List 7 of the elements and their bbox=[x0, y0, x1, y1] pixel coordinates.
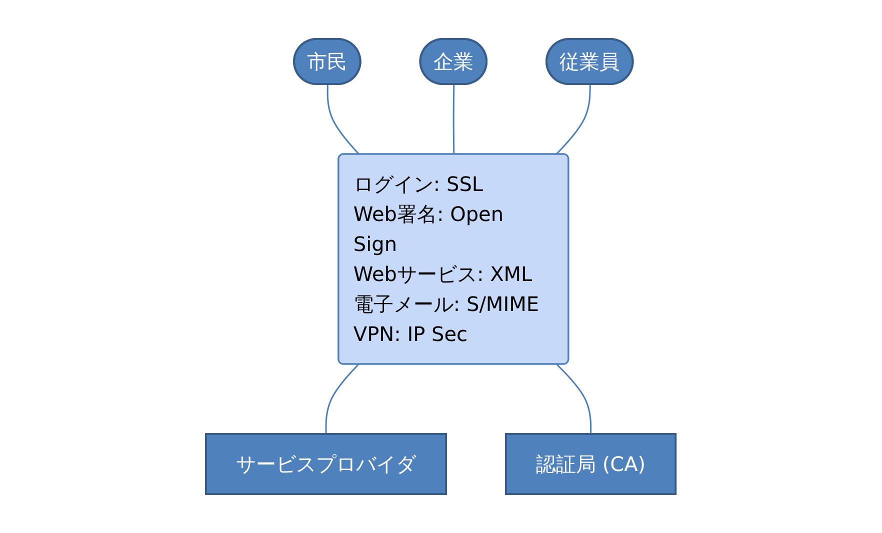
connector bbox=[327, 84, 360, 155]
connector bbox=[556, 84, 592, 156]
node-box: サービスプロバイダ bbox=[205, 433, 448, 495]
connector bbox=[556, 364, 592, 434]
node-box: 認証局 (CA) bbox=[505, 433, 677, 495]
connector bbox=[325, 364, 360, 434]
connector bbox=[453, 84, 455, 155]
